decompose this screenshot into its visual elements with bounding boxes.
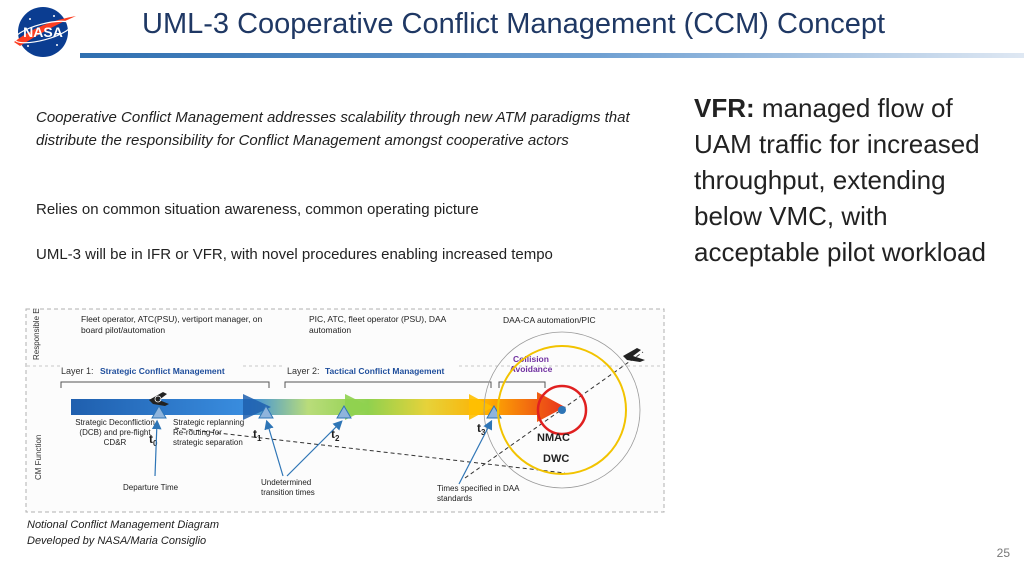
layer2-label: Tactical Conflict Management	[325, 366, 445, 376]
caption-line-2: Developed by NASA/Maria Consiglio	[27, 535, 207, 547]
intruder-aircraft-icon	[623, 348, 645, 362]
nasa-logo: NASA	[10, 2, 78, 62]
page-number: 25	[996, 546, 1010, 560]
entity-tactical: PIC, ATC, fleet operator (PSU), DAA auto…	[309, 314, 446, 335]
departure-time-note: Departure Time	[123, 483, 179, 492]
outer-circle	[483, 331, 641, 489]
entity-collision-avoidance: DAA-CA automation/PIC	[503, 315, 596, 325]
diagram-caption: Notional Conflict Management Diagram Dev…	[27, 517, 219, 549]
nmac-circle	[536, 384, 588, 436]
vfr-label: VFR:	[694, 93, 755, 123]
intro-paragraph: Cooperative Conflict Management addresse…	[36, 109, 630, 149]
title-divider	[80, 53, 1024, 58]
t1-label: t1	[253, 427, 262, 443]
t2-label: t2	[331, 427, 340, 443]
collision-avoidance-label: Collision Avoidance	[510, 354, 553, 374]
dwc-label: DWC	[543, 453, 569, 465]
nmac-label: NMAC	[537, 432, 570, 444]
ownship-aircraft-icon	[149, 392, 169, 406]
layer2-prefix: Layer 2:	[287, 366, 320, 376]
vfr-statement: VFR: managed flow of UAM traffic for inc…	[694, 90, 1014, 270]
dwc-circle	[497, 345, 627, 475]
layer1-label: Strategic Conflict Management	[100, 366, 225, 376]
entity-strategic: Fleet operator, ATC(PSU), vertiport mana…	[81, 314, 262, 335]
tempo-paragraph: UML-3 will be in IFR or VFR, with novel …	[36, 246, 553, 263]
t3-label: t3	[477, 421, 486, 437]
undetermined-note: Undetermined transition times	[261, 478, 315, 497]
logo-text: NASA	[23, 24, 63, 40]
layer1-prefix: Layer 1:	[61, 366, 94, 376]
strategic-replanning-note: Strategic replanning Re-routing for stra…	[173, 418, 244, 447]
cm-timeline-arrow	[71, 392, 565, 422]
t0-label: t0	[149, 432, 158, 448]
daa-standards-note: Times specified in DAA standards	[437, 484, 519, 503]
caption-line-1: Notional Conflict Management Diagram	[27, 519, 219, 531]
axis-cm-function: CM Function	[34, 435, 43, 480]
vfr-body: managed flow of UAM traffic for increase…	[694, 93, 986, 267]
strategic-deconfliction-note: Strategic Deconfliction (DCB) and pre-fl…	[75, 418, 155, 447]
conflict-management-diagram: Responsible Entity CM Function Fleet ope…	[25, 294, 665, 514]
page-title: UML-3 Cooperative Conflict Management (C…	[142, 8, 886, 40]
axis-responsible-entity: Responsible Entity	[32, 308, 41, 360]
awareness-paragraph: Relies on common situation awareness, co…	[36, 201, 479, 218]
